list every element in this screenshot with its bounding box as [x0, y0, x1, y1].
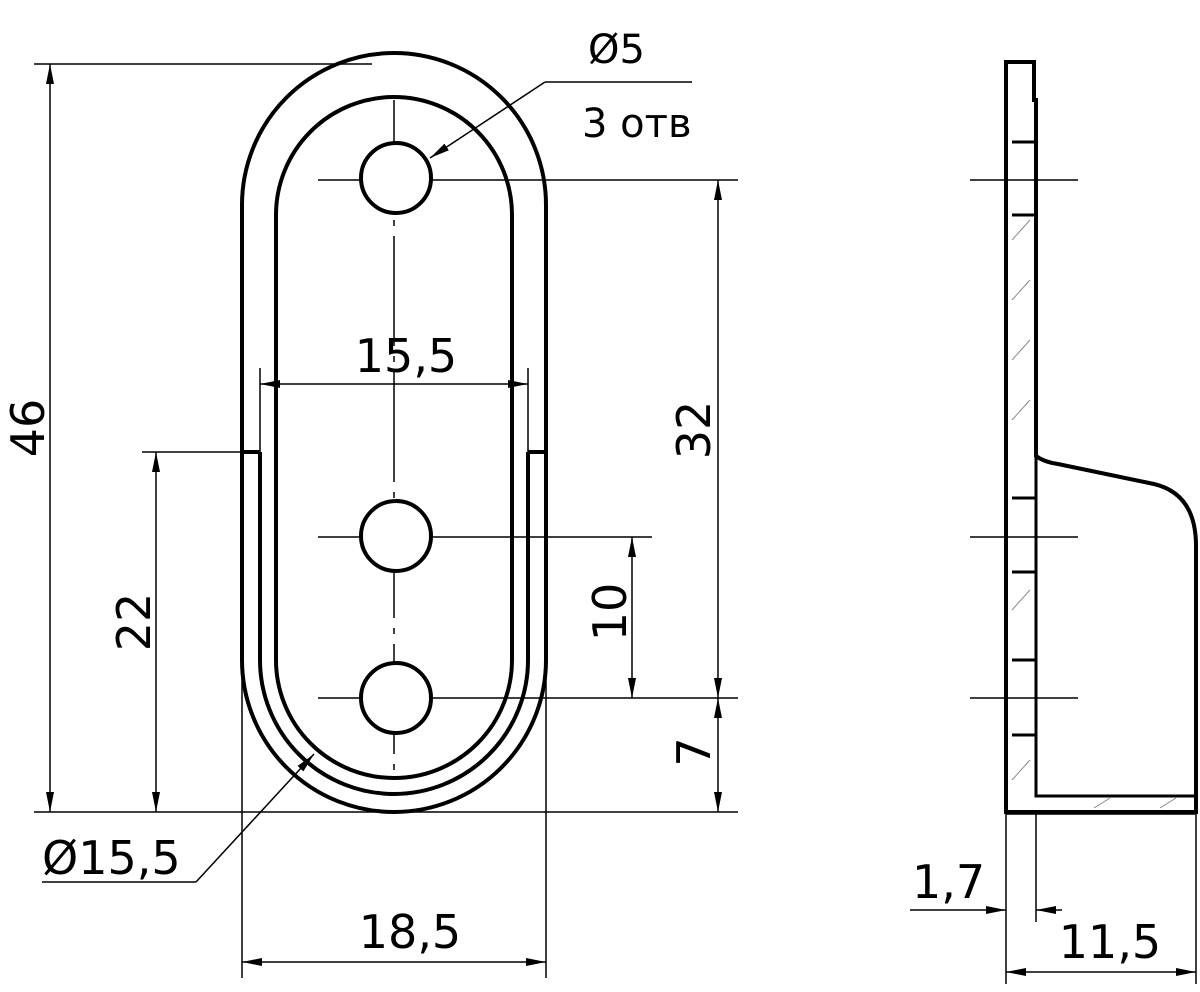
overall-width-label: 18,5	[359, 905, 461, 959]
side-wall-outer	[258, 452, 530, 796]
bottom-offset-label: 7	[667, 737, 721, 766]
side-wall-height-label: 22	[107, 593, 161, 652]
hole-note-leader	[429, 81, 546, 159]
overall-height-label: 46	[1, 399, 55, 458]
inner-width-label: 15,5	[355, 329, 457, 383]
inner-radius-leader	[195, 753, 315, 883]
mounting-hole-2	[359, 499, 433, 573]
hole-diameter-label: Ø5	[588, 27, 645, 73]
hole-count-label: 3 отв	[582, 101, 692, 147]
depth-label: 11,5	[1059, 915, 1161, 969]
hole-span-label: 32	[667, 401, 721, 460]
side-view: 1,7 11,5	[910, 60, 1198, 984]
plate-inner-contour	[274, 95, 514, 780]
section-hatching	[1011, 219, 1177, 809]
mounting-hole-1	[359, 141, 433, 215]
mounting-hole-3	[359, 661, 433, 735]
side-profile-inner	[1034, 456, 1196, 798]
front-view: Ø5 3 отв 46 15,5 32 22 10 7 Ø15,5 18	[1, 27, 738, 978]
inner-radius-label: Ø15,5	[42, 831, 181, 885]
thickness-label: 1,7	[912, 855, 985, 909]
hole-pitch-label: 10	[583, 583, 637, 642]
